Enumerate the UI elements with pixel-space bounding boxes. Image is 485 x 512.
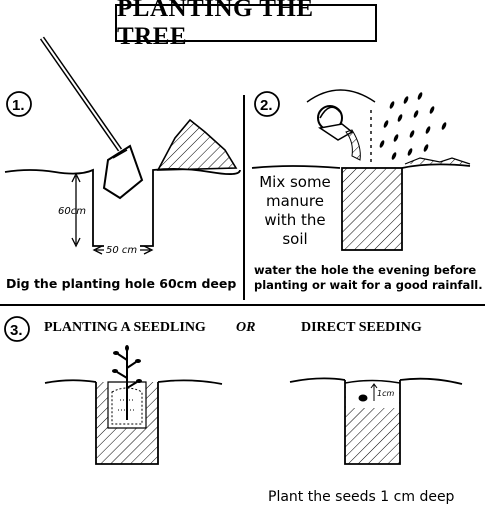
water-stream	[345, 129, 361, 161]
step-3-circle	[4, 316, 30, 342]
seedling-icon	[112, 345, 142, 420]
soil-mound	[156, 118, 238, 171]
manure-note: Mix some manure with the soil	[259, 173, 331, 248]
seed-depth-label: 1cm	[377, 389, 394, 398]
step3-caption: Plant the seeds 1 cm deep	[268, 489, 455, 505]
step3-right-ground	[289, 377, 346, 383]
spade-icon	[39, 36, 144, 200]
page-title: PLANTING THE TREE	[117, 0, 314, 50]
step-3-number: 3.	[10, 322, 23, 339]
title-box: PLANTING THE TREE	[115, 0, 377, 50]
step2-ground-line	[251, 165, 341, 169]
depth-label: 60cm	[58, 206, 86, 217]
seed-icon	[358, 394, 368, 402]
rain-drops	[379, 92, 447, 160]
step1-caption: Dig the planting hole 60cm deep	[6, 276, 237, 291]
step-1-number: 1.	[12, 97, 25, 114]
step-2-circle	[254, 91, 280, 117]
direct-seeding-heading: DIRECT SEEDING	[301, 320, 422, 335]
step3-left-ground	[44, 379, 97, 384]
step-1-circle	[6, 91, 32, 117]
watering-can-icon	[306, 89, 376, 141]
or-label: OR	[236, 320, 256, 335]
width-label: 50 cm	[106, 245, 137, 256]
step2-caption: water the hole the evening before planti…	[254, 263, 483, 292]
step-2-number: 2.	[260, 97, 273, 114]
filled-hole	[341, 167, 403, 251]
planting-seedling-heading: PLANTING A SEEDLING	[44, 320, 206, 335]
